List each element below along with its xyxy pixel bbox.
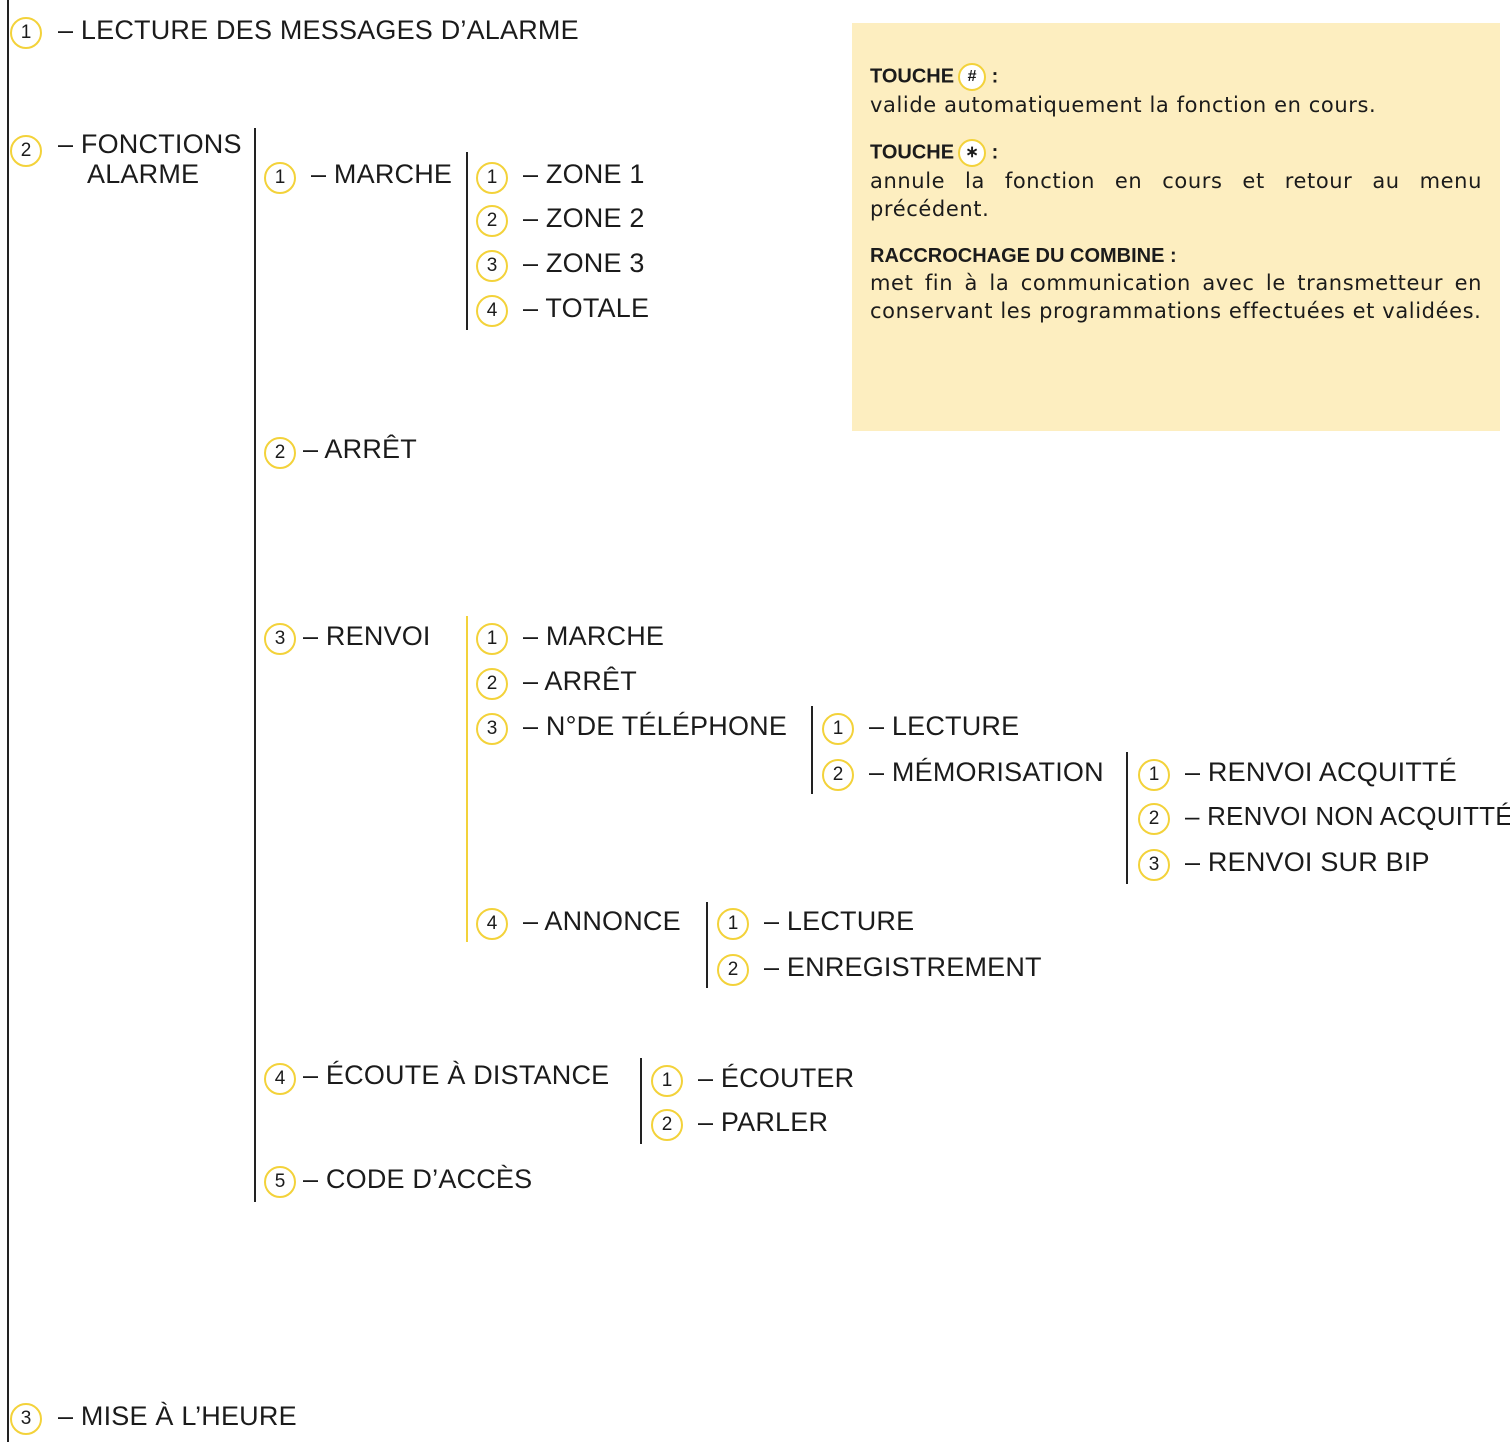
colon: : xyxy=(991,65,999,88)
zone-number-2: 2 xyxy=(476,205,508,237)
annonce-enregistrement: – ENREGISTREMENT xyxy=(764,952,1042,982)
raccrochage-text: met fin à la communication avec le trans… xyxy=(870,271,1482,323)
renvoi-annonce: – ANNONCE xyxy=(523,906,681,936)
memorisation-non-acquitte: – RENVOI NON ACQUITTÉ xyxy=(1185,801,1510,831)
telephone-number-1: 1 xyxy=(822,713,854,745)
renvoi-number-1: 1 xyxy=(476,623,508,655)
star-key-icon: ∗ xyxy=(958,139,987,167)
tree-line-marche xyxy=(466,152,468,330)
fonction-number-5: 5 xyxy=(264,1166,296,1198)
fonction-marche: – MARCHE xyxy=(311,159,453,189)
renvoi-number-4: 4 xyxy=(476,908,508,940)
menu-item-fonctions: – FONCTIONS xyxy=(58,129,242,159)
info-box: TOUCHE# : valide automatiquement la fonc… xyxy=(852,23,1500,431)
ecoute-number-2: 2 xyxy=(651,1109,683,1141)
zone-1: – ZONE 1 xyxy=(523,159,645,189)
renvoi-arret: – ARRÊT xyxy=(523,666,637,696)
ecoute-parler: – PARLER xyxy=(698,1107,829,1137)
touche-etoile-text: annule la fonction en cours et retour au… xyxy=(870,169,1482,221)
renvoi-marche: – MARCHE xyxy=(523,621,665,651)
touche-label: TOUCHE xyxy=(870,65,955,88)
telephone-lecture: – LECTURE xyxy=(869,711,1020,741)
annonce-number-1: 1 xyxy=(717,908,749,940)
menu-number-2: 2 xyxy=(10,135,42,167)
annonce-number-2: 2 xyxy=(717,954,749,986)
raccrochage-heading: RACCROCHAGE DU COMBINE : xyxy=(870,245,1177,267)
colon: : xyxy=(991,141,999,164)
memorisation-number-3: 3 xyxy=(1138,849,1170,881)
fonction-number-3: 3 xyxy=(264,623,296,655)
memorisation-number-1: 1 xyxy=(1138,759,1170,791)
menu-number-3: 3 xyxy=(10,1403,42,1435)
telephone-number-2: 2 xyxy=(822,759,854,791)
renvoi-number-3: 3 xyxy=(476,713,508,745)
touche-etoile-heading: TOUCHE∗ : xyxy=(870,139,1482,167)
menu-item-alarme: ALARME xyxy=(87,159,200,189)
menu-item-lecture-messages: – LECTURE DES MESSAGES D’ALARME xyxy=(58,15,579,45)
tree-line-annonce xyxy=(706,902,708,988)
memorisation-number-2: 2 xyxy=(1138,803,1170,835)
tree-line-memorisation xyxy=(1126,752,1128,884)
fonction-renvoi: – RENVOI xyxy=(303,621,431,651)
menu-item-mise-a-l-heure: – MISE À L’HEURE xyxy=(58,1401,297,1431)
zone-totale: – TOTALE xyxy=(523,293,650,323)
fonction-number-1: 1 xyxy=(264,162,296,194)
telephone-memorisation: – MÉMORISATION xyxy=(869,757,1104,787)
touche-diese-text: valide automatiquement la fonction en co… xyxy=(870,93,1377,117)
tree-line-renvoi xyxy=(466,616,468,942)
renvoi-telephone: – N°DE TÉLÉPHONE xyxy=(523,711,788,741)
touche-diese-heading: TOUCHE# : xyxy=(870,63,1482,91)
hash-key-icon: # xyxy=(958,63,987,91)
fonction-code-acces: – CODE D’ACCÈS xyxy=(303,1164,533,1194)
zone-3: – ZONE 3 xyxy=(523,248,645,278)
tree-line-fonctions xyxy=(254,128,256,1202)
zone-number-3: 3 xyxy=(476,250,508,282)
annonce-lecture: – LECTURE xyxy=(764,906,915,936)
zone-2: – ZONE 2 xyxy=(523,203,645,233)
tree-line-root xyxy=(7,0,9,1442)
fonction-arret: – ARRÊT xyxy=(303,434,417,464)
ecoute-number-1: 1 xyxy=(651,1065,683,1097)
zone-number-1: 1 xyxy=(476,162,508,194)
renvoi-number-2: 2 xyxy=(476,668,508,700)
fonction-number-2: 2 xyxy=(264,437,296,469)
memorisation-acquitte: – RENVOI ACQUITTÉ xyxy=(1185,757,1457,787)
tree-line-ecoute xyxy=(640,1058,642,1144)
touche-label: TOUCHE xyxy=(870,141,955,164)
fonction-number-4: 4 xyxy=(264,1063,296,1095)
zone-number-4: 4 xyxy=(476,295,508,327)
menu-number-1: 1 xyxy=(10,17,42,49)
fonction-ecoute: – ÉCOUTE À DISTANCE xyxy=(303,1060,610,1090)
memorisation-bip: – RENVOI SUR BIP xyxy=(1185,847,1430,877)
ecoute-ecouter: – ÉCOUTER xyxy=(698,1063,855,1093)
tree-line-telephone xyxy=(811,706,813,794)
